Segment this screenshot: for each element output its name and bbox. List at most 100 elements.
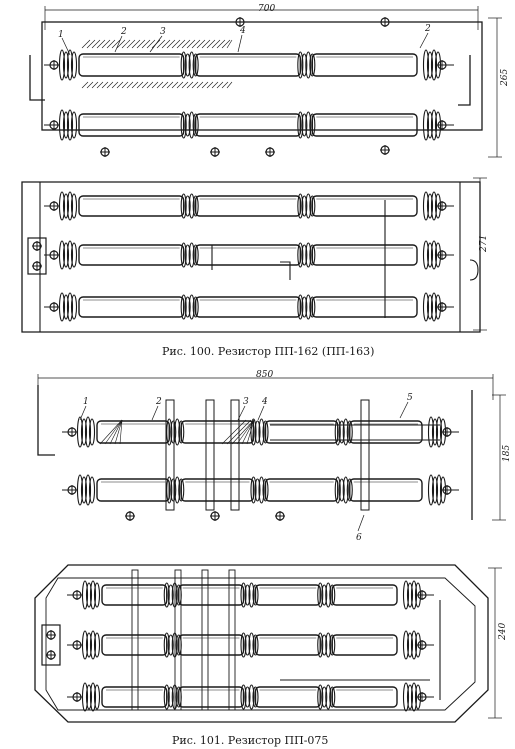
hatch-line [116, 81, 124, 89]
insulator-rib [188, 111, 195, 139]
insulator-rib [84, 474, 92, 506]
hatch-line [101, 81, 109, 89]
insulator-rib [248, 684, 255, 710]
resistor-tube [254, 686, 321, 708]
resistor-tube [180, 478, 255, 502]
frame-inner [45, 577, 476, 711]
hatch-line [99, 419, 123, 445]
insulator-rib [170, 420, 177, 444]
insulator-rib [192, 244, 199, 266]
resistor-tube [311, 53, 418, 77]
hatch-line [121, 81, 129, 89]
insulator-rib [163, 684, 170, 710]
insulator-rib [309, 53, 316, 77]
insulator-rib [258, 476, 265, 504]
insulator-rib [346, 478, 353, 502]
insulator-rib [180, 193, 187, 219]
insulator-rib [248, 632, 255, 658]
insulator-rib [297, 193, 304, 219]
fig100-dim-height-bottom: 271 [479, 235, 489, 253]
hatch-line [221, 419, 247, 445]
insulator-rib [422, 109, 430, 141]
leader-line [79, 405, 87, 421]
fig101-top-view [37, 374, 506, 532]
hatch-line [141, 81, 149, 89]
resistor-tube [180, 420, 255, 444]
fig101-callout-5: 5 [407, 393, 413, 403]
insulator-rib [180, 242, 187, 268]
leader-line [151, 405, 159, 421]
insulator-rib [240, 684, 247, 710]
insulator-rib [297, 294, 304, 320]
insulator-rib [180, 294, 187, 320]
insulator-rib [430, 191, 438, 221]
insulator-rib [252, 584, 259, 606]
resistor-tube [194, 53, 302, 77]
fig100-callout-2: 2 [120, 27, 127, 37]
insulator-rib [254, 478, 261, 502]
insulator-rib [258, 418, 265, 446]
insulator-rib [338, 420, 345, 444]
insulator-rib [317, 684, 324, 710]
hatch-line [114, 419, 123, 445]
hatch-line [186, 81, 194, 89]
terminal-plate [41, 624, 61, 666]
hatch-line [161, 39, 171, 49]
insulator-rib [192, 195, 199, 217]
resistor-tube [311, 296, 418, 318]
hatch-line [106, 39, 116, 49]
hatch-line [106, 81, 114, 89]
hatch-line [221, 39, 231, 49]
insulator-rib [342, 418, 349, 446]
insulator-rib [406, 582, 414, 608]
insulator-rib [70, 111, 78, 139]
hatch-line [161, 81, 169, 89]
insulator-rib [250, 476, 257, 504]
insulator-rib [435, 416, 443, 448]
clamp-bar [228, 569, 236, 711]
hatch-line [109, 419, 123, 445]
resistor-tube [331, 686, 398, 708]
hatch-line [146, 81, 154, 89]
insulator-rib [422, 292, 430, 322]
insulator-rib [80, 418, 88, 446]
insulator-rib [70, 51, 78, 79]
fig101-callout-1: 1 [83, 397, 89, 407]
hatch-line [181, 81, 189, 89]
resistor-tube [264, 420, 339, 444]
insulator-rib [178, 420, 185, 444]
insulator-rib [70, 294, 78, 320]
resistor-tube [78, 244, 185, 266]
hatch-line [191, 81, 199, 89]
insulator-rib [426, 193, 434, 219]
insulator-rib [297, 242, 304, 268]
fig101-callout-3: 3 [243, 397, 249, 407]
insulator-rib [62, 294, 70, 320]
insulator-rib [301, 113, 308, 137]
insulator-rib [163, 632, 170, 658]
resistor-tube [78, 53, 185, 77]
insulator-rib [244, 634, 251, 656]
resistor-tube [311, 195, 418, 217]
insulator-rib [184, 195, 191, 217]
insulator-rib [325, 582, 332, 608]
insulator-rib [240, 582, 247, 608]
insulator-rib [66, 109, 74, 141]
hatch-line [196, 81, 204, 89]
insulator-rib [166, 418, 173, 446]
hatch-line [156, 81, 164, 89]
insulator-rib [309, 296, 316, 318]
hatch-line [91, 39, 101, 49]
insulator-rib [244, 686, 251, 708]
insulator-rib [305, 242, 312, 268]
hatch-line [96, 39, 106, 49]
insulator-rib [85, 684, 93, 710]
insulator-rib [184, 244, 191, 266]
insulator-rib [89, 630, 97, 660]
hatch-line [96, 81, 104, 89]
hatch-line [176, 39, 186, 49]
insulator-rib [426, 51, 434, 79]
insulator-rib [62, 111, 70, 139]
resistor-tube [178, 634, 245, 656]
leader-line [237, 405, 246, 421]
